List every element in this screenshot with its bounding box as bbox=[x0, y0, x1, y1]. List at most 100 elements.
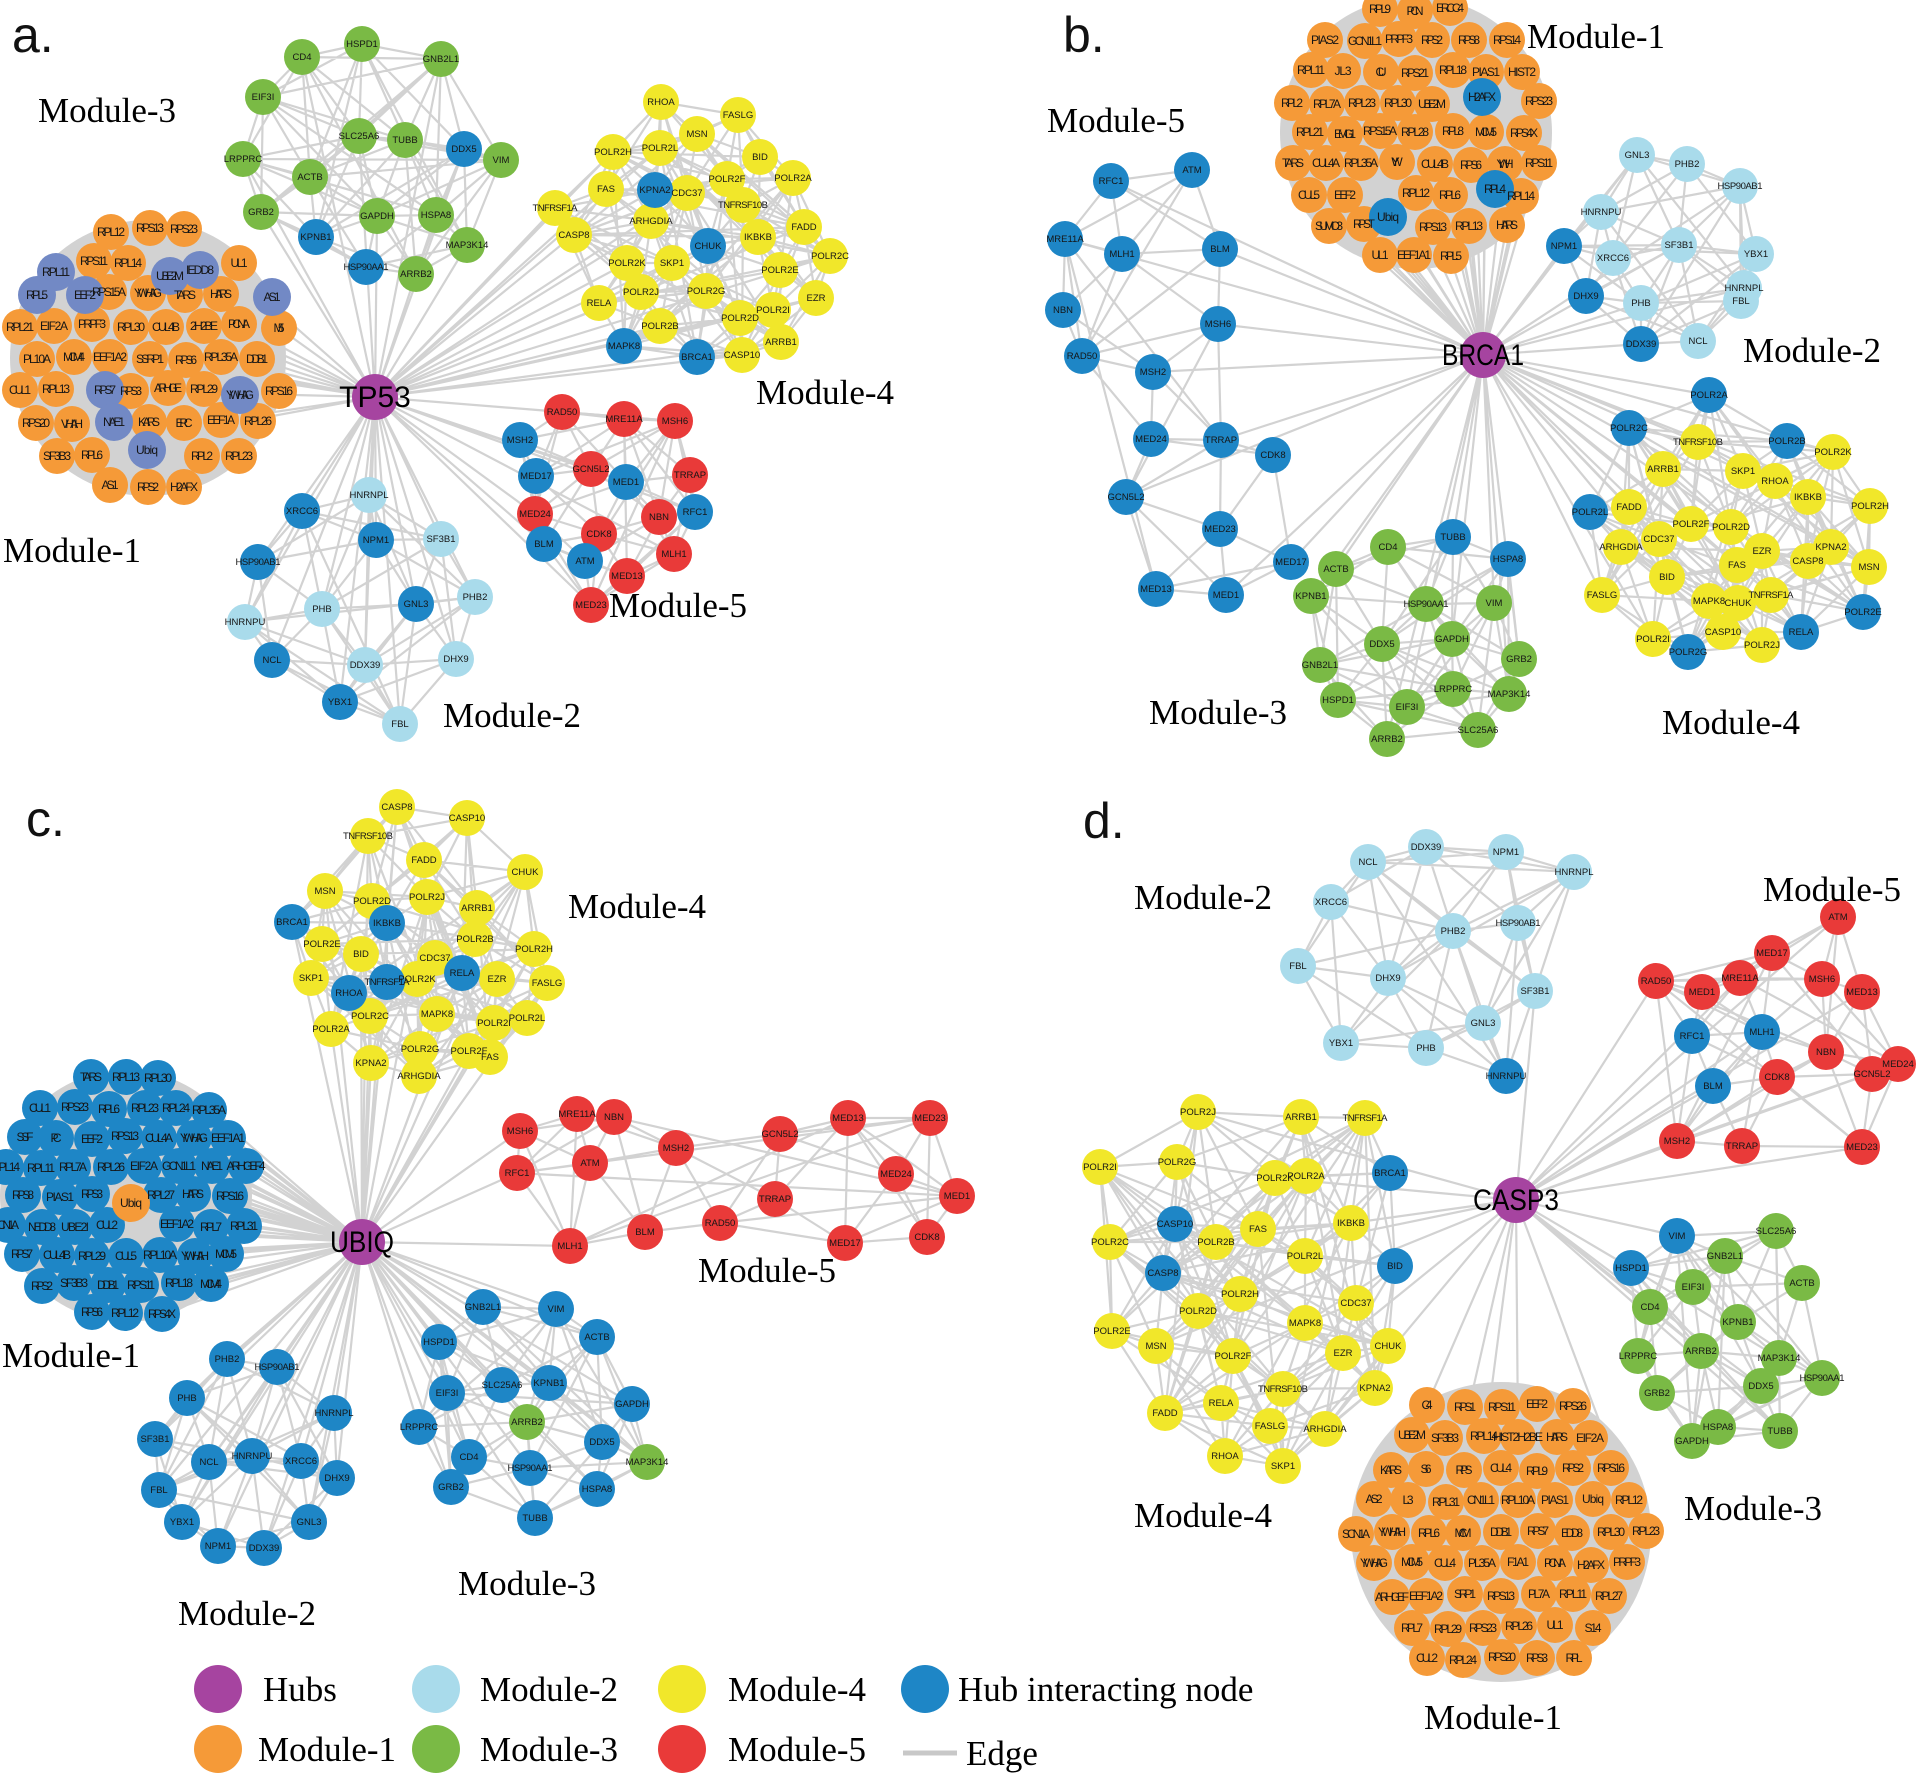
svg-text:d.: d. bbox=[1083, 793, 1125, 849]
svg-text:RPS11: RPS11 bbox=[1525, 156, 1553, 170]
svg-text:HARS: HARS bbox=[182, 1187, 204, 1201]
svg-text:CUL4A: CUL4A bbox=[1312, 156, 1340, 170]
svg-text:TNFRSF1A: TNFRSF1A bbox=[365, 977, 411, 988]
svg-text:RPL6: RPL6 bbox=[1439, 188, 1461, 202]
svg-text:BLM: BLM bbox=[534, 539, 554, 550]
svg-text:GNL3: GNL3 bbox=[297, 1517, 322, 1528]
svg-text:CDC37: CDC37 bbox=[671, 188, 702, 199]
svg-text:H2AFX: H2AFX bbox=[1468, 90, 1496, 104]
svg-text:RPS6: RPS6 bbox=[81, 1305, 103, 1319]
svg-text:RPL7A: RPL7A bbox=[1313, 97, 1341, 111]
svg-text:ACTB: ACTB bbox=[584, 1332, 609, 1343]
svg-text:RPL23: RPL23 bbox=[131, 1101, 159, 1115]
svg-text:TNFRSF10B: TNFRSF10B bbox=[1258, 1384, 1308, 1395]
svg-text:RPL24: RPL24 bbox=[162, 1101, 190, 1115]
svg-text:HNRNPU: HNRNPU bbox=[1581, 207, 1622, 218]
svg-text:MED17: MED17 bbox=[520, 471, 552, 482]
svg-text:PRPF3: PRPF3 bbox=[1613, 1555, 1641, 1569]
svg-text:ARRB2: ARRB2 bbox=[1371, 734, 1403, 745]
svg-text:RPL26: RPL26 bbox=[1505, 1619, 1533, 1633]
svg-text:KPNA2: KPNA2 bbox=[355, 1058, 386, 1069]
svg-text:TNFRSF1A: TNFRSF1A bbox=[533, 203, 579, 214]
svg-text:KPNB1: KPNB1 bbox=[533, 1378, 564, 1389]
svg-text:MED23: MED23 bbox=[1204, 524, 1236, 535]
svg-text:CD4: CD4 bbox=[1640, 1302, 1659, 1313]
svg-text:ATM: ATM bbox=[580, 1158, 599, 1169]
svg-text:PHB: PHB bbox=[1631, 298, 1651, 309]
svg-text:BLM: BLM bbox=[635, 1227, 655, 1238]
svg-text:CHUK: CHUK bbox=[695, 241, 723, 252]
svg-text:RPS13: RPS13 bbox=[111, 1129, 139, 1143]
svg-text:CHUK: CHUK bbox=[1375, 1341, 1403, 1352]
svg-text:POLR2I: POLR2I bbox=[1636, 634, 1670, 645]
svg-text:Edge: Edge bbox=[966, 1734, 1038, 1773]
svg-text:MSH6: MSH6 bbox=[1809, 974, 1835, 985]
svg-text:PHB: PHB bbox=[312, 604, 332, 615]
svg-text:RPL18: RPL18 bbox=[1439, 63, 1467, 77]
svg-text:LRPPRC: LRPPRC bbox=[1619, 1351, 1658, 1362]
svg-text:RPL30: RPL30 bbox=[144, 1071, 172, 1085]
svg-text:CDK8: CDK8 bbox=[1260, 450, 1285, 461]
svg-text:UBIQ: UBIQ bbox=[330, 1226, 394, 1259]
svg-text:POLR2L: POLR2L bbox=[1572, 507, 1608, 518]
svg-text:FASLG: FASLG bbox=[1587, 590, 1618, 601]
svg-text:Module-2: Module-2 bbox=[1743, 331, 1881, 370]
svg-text:VIM: VIM bbox=[1486, 598, 1503, 609]
svg-text:HNRNPL: HNRNPL bbox=[1724, 283, 1763, 294]
svg-text:RPL11: RPL11 bbox=[27, 1161, 55, 1175]
svg-text:RAD50: RAD50 bbox=[1067, 351, 1098, 362]
svg-text:Module-4: Module-4 bbox=[756, 373, 894, 412]
svg-text:POLR2L: POLR2L bbox=[509, 1013, 545, 1024]
svg-text:POLR2E: POLR2E bbox=[303, 939, 341, 950]
svg-text:TARS: TARS bbox=[80, 1070, 102, 1084]
svg-text:POLR2D: POLR2D bbox=[353, 896, 391, 907]
svg-text:BID: BID bbox=[752, 152, 768, 163]
svg-text:MAPK8: MAPK8 bbox=[421, 1009, 453, 1020]
svg-text:MSN: MSN bbox=[686, 129, 707, 140]
svg-text:RPS15A: RPS15A bbox=[1363, 124, 1397, 138]
svg-text:POLR2B: POLR2B bbox=[1197, 1237, 1235, 1248]
svg-text:RPS16: RPS16 bbox=[265, 384, 293, 398]
svg-text:POLR2E: POLR2E bbox=[1093, 1326, 1131, 1337]
svg-text:DDB1: DDB1 bbox=[1490, 1525, 1512, 1539]
svg-text:Module-3: Module-3 bbox=[1684, 1489, 1822, 1528]
svg-text:GCN5L2: GCN5L2 bbox=[573, 464, 610, 475]
svg-text:MAP3K14: MAP3K14 bbox=[1488, 689, 1531, 700]
svg-text:TNFRSF10B: TNFRSF10B bbox=[1673, 437, 1723, 448]
svg-text:YWHAH: YWHAH bbox=[1378, 1525, 1406, 1539]
svg-text:TNFRSF1A: TNFRSF1A bbox=[1749, 590, 1795, 601]
svg-text:RPL18: RPL18 bbox=[165, 1276, 193, 1290]
svg-text:RPS1: RPS1 bbox=[1454, 1400, 1476, 1414]
svg-text:HSP90AB1: HSP90AB1 bbox=[1718, 181, 1763, 192]
svg-text:RPS23: RPS23 bbox=[1525, 94, 1553, 108]
svg-text:TNFRSF10B: TNFRSF10B bbox=[343, 831, 393, 842]
svg-text:NPM1: NPM1 bbox=[205, 1541, 231, 1552]
svg-text:VIM: VIM bbox=[493, 155, 510, 166]
svg-text:CUL2: CUL2 bbox=[96, 1218, 118, 1232]
svg-text:DDX39: DDX39 bbox=[350, 660, 381, 671]
svg-text:Module-2: Module-2 bbox=[443, 696, 581, 735]
svg-text:YWHAG: YWHAG bbox=[180, 1131, 208, 1145]
svg-text:RPL23: RPL23 bbox=[1632, 1524, 1660, 1538]
svg-text:RPL8: RPL8 bbox=[1442, 124, 1464, 138]
svg-text:Module-5: Module-5 bbox=[1763, 870, 1901, 909]
svg-text:XRCC6: XRCC6 bbox=[285, 1456, 317, 1467]
svg-text:DDX5: DDX5 bbox=[451, 144, 476, 155]
svg-text:XRCC6: XRCC6 bbox=[1597, 253, 1629, 264]
svg-text:RPL31: RPL31 bbox=[1432, 1495, 1460, 1509]
svg-text:TUBB: TUBB bbox=[1767, 1426, 1792, 1437]
svg-text:POLR2D: POLR2D bbox=[721, 313, 759, 324]
svg-text:MED23: MED23 bbox=[575, 600, 607, 611]
svg-text:CUL4B: CUL4B bbox=[1421, 157, 1449, 171]
svg-text:Module-1: Module-1 bbox=[1527, 17, 1665, 56]
svg-text:FADD: FADD bbox=[1152, 1408, 1177, 1419]
svg-text:POLR2F: POLR2F bbox=[709, 174, 746, 185]
svg-text:GAPDH: GAPDH bbox=[1435, 634, 1469, 645]
svg-text:POLR2K: POLR2K bbox=[1256, 1173, 1294, 1184]
svg-text:HNRNPU: HNRNPU bbox=[1486, 1071, 1527, 1082]
svg-text:CASP8: CASP8 bbox=[1147, 1268, 1178, 1279]
svg-text:POLR2F: POLR2F bbox=[451, 1046, 488, 1057]
svg-text:HSPA8: HSPA8 bbox=[1703, 1422, 1733, 1433]
svg-text:RPL14: RPL14 bbox=[1507, 189, 1535, 203]
svg-text:CUL1: CUL1 bbox=[29, 1101, 51, 1115]
